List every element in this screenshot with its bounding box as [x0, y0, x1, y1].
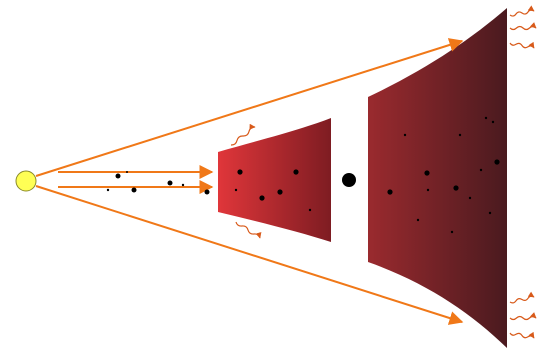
dust-particle — [489, 212, 491, 214]
dust-particle — [116, 174, 121, 179]
dust-particle — [451, 231, 453, 233]
wavy-emission-ray — [231, 127, 255, 145]
wavy-emission-ray — [510, 43, 534, 48]
dust-particle — [235, 189, 237, 191]
dust-particle — [453, 185, 458, 190]
dust-particle — [469, 197, 471, 199]
dust-grain-icon — [342, 173, 356, 187]
dust-particle — [417, 219, 419, 221]
dust-particle — [427, 189, 429, 191]
dust-particle — [237, 169, 242, 174]
far-dust-panel — [368, 8, 507, 348]
dust-particle — [424, 170, 429, 175]
dust-particle — [259, 195, 264, 200]
sun-icon — [16, 171, 36, 191]
dust-particle — [277, 189, 282, 194]
wavy-emission-ray — [510, 10, 534, 16]
dust-particle — [404, 134, 406, 136]
dust-particle — [107, 189, 109, 191]
dust-particle — [480, 169, 482, 171]
dust-particle — [126, 171, 128, 173]
near-dust-panel — [218, 118, 331, 242]
dust-particle — [494, 159, 499, 164]
dust-particle — [205, 190, 210, 195]
wavy-emission-ray — [510, 27, 536, 30]
dust-particle — [492, 121, 494, 123]
dust-particle — [293, 169, 298, 174]
wavy-emission-ray — [510, 317, 536, 320]
dust-particle — [168, 181, 173, 186]
dust-particle — [132, 188, 137, 193]
wavy-emission-ray — [236, 222, 260, 238]
dust-particle — [485, 117, 487, 119]
dust-particle — [387, 189, 392, 194]
dust-particle — [182, 184, 184, 186]
wavy-emission-ray — [510, 333, 534, 338]
dust-particle — [459, 134, 461, 136]
dust-particle — [309, 209, 311, 211]
wavy-emission-ray — [510, 296, 534, 303]
